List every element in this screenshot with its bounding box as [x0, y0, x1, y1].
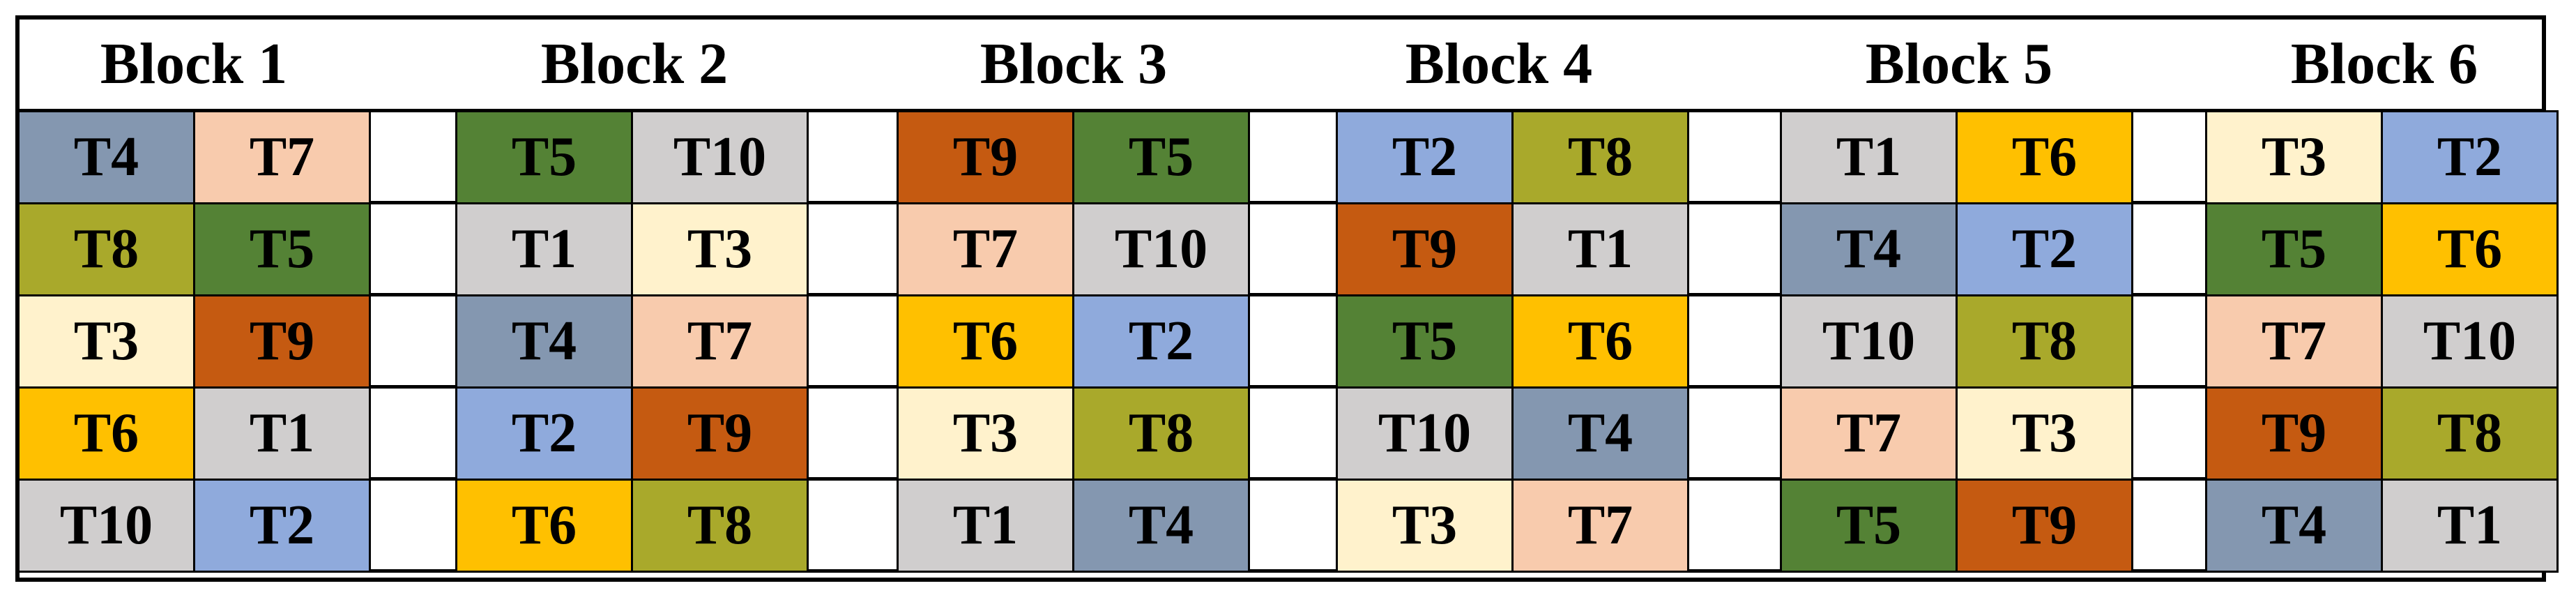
treatment-cell: T5	[1336, 294, 1514, 389]
treatment-cell: T7	[631, 294, 809, 389]
row-divider	[15, 477, 2546, 481]
treatment-cell: T3	[17, 294, 195, 389]
treatment-cell: T9	[631, 386, 809, 481]
treatment-cell: T10	[1780, 294, 1958, 389]
row-divider	[15, 385, 2546, 389]
treatment-cell: T4	[1511, 386, 1689, 481]
treatment-cell: T6	[2381, 202, 2559, 296]
treatment-cell: T9	[193, 294, 371, 389]
treatment-cell: T9	[1336, 202, 1514, 296]
treatment-cell: T2	[1336, 110, 1514, 204]
treatment-cell: T5	[193, 202, 371, 296]
treatment-cell: T8	[2381, 386, 2559, 481]
treatment-cell: T1	[897, 479, 1074, 573]
treatment-cell: T10	[17, 479, 195, 573]
treatment-cell: T10	[1072, 202, 1250, 296]
treatment-cell: T5	[1780, 479, 1958, 573]
block-header: Block 5	[1865, 31, 2053, 96]
treatment-cell: T7	[2205, 294, 2383, 389]
treatment-cell: T8	[1956, 294, 2133, 389]
block-header: Block 3	[980, 31, 1168, 96]
treatment-cell: T6	[897, 294, 1074, 389]
treatment-cell: T10	[2381, 294, 2559, 389]
block-header: Block 6	[2290, 31, 2478, 96]
treatment-cell: T9	[2205, 386, 2383, 481]
treatment-cell: T2	[1072, 294, 1250, 389]
treatment-cell: T5	[1072, 110, 1250, 204]
treatment-cell: T4	[17, 110, 195, 204]
treatment-cell: T1	[1511, 202, 1689, 296]
treatment-cell: T3	[1336, 479, 1514, 573]
treatment-cell: T6	[1511, 294, 1689, 389]
treatment-cell: T8	[17, 202, 195, 296]
block-header: Block 1	[100, 31, 288, 96]
treatment-cell: T5	[2205, 202, 2383, 296]
treatment-cell: T2	[455, 386, 633, 481]
treatment-cell: T3	[2205, 110, 2383, 204]
treatment-cell: T1	[193, 386, 371, 481]
diagram-frame	[15, 15, 2546, 582]
treatment-cell: T1	[455, 202, 633, 296]
treatment-cell: T3	[1956, 386, 2133, 481]
block-header: Block 4	[1405, 31, 1593, 96]
treatment-cell: T6	[17, 386, 195, 481]
treatment-cell: T6	[455, 479, 633, 573]
treatment-cell: T2	[193, 479, 371, 573]
treatment-cell: T4	[1780, 202, 1958, 296]
treatment-cell: T7	[897, 202, 1074, 296]
treatment-cell: T5	[455, 110, 633, 204]
treatment-cell: T4	[455, 294, 633, 389]
treatment-cell: T1	[2381, 479, 2559, 573]
treatment-cell: T2	[2381, 110, 2559, 204]
treatment-cell: T9	[897, 110, 1074, 204]
treatment-cell: T2	[1956, 202, 2133, 296]
row-divider	[15, 569, 2546, 573]
row-divider	[15, 293, 2546, 296]
treatment-cell: T7	[1780, 386, 1958, 481]
treatment-cell: T4	[2205, 479, 2383, 573]
treatment-cell: T7	[193, 110, 371, 204]
treatment-cell: T10	[1336, 386, 1514, 481]
treatment-cell: T8	[1072, 386, 1250, 481]
row-divider	[15, 109, 2546, 112]
treatment-cell: T8	[631, 479, 809, 573]
treatment-cell: T4	[1072, 479, 1250, 573]
treatment-cell: T3	[897, 386, 1074, 481]
treatment-cell: T7	[1511, 479, 1689, 573]
block-header: Block 2	[540, 31, 729, 96]
treatment-cell: T8	[1511, 110, 1689, 204]
treatment-cell: T6	[1956, 110, 2133, 204]
row-divider	[15, 201, 2546, 204]
treatment-cell: T10	[631, 110, 809, 204]
treatment-cell: T3	[631, 202, 809, 296]
treatment-cell: T1	[1780, 110, 1958, 204]
treatment-cell: T9	[1956, 479, 2133, 573]
